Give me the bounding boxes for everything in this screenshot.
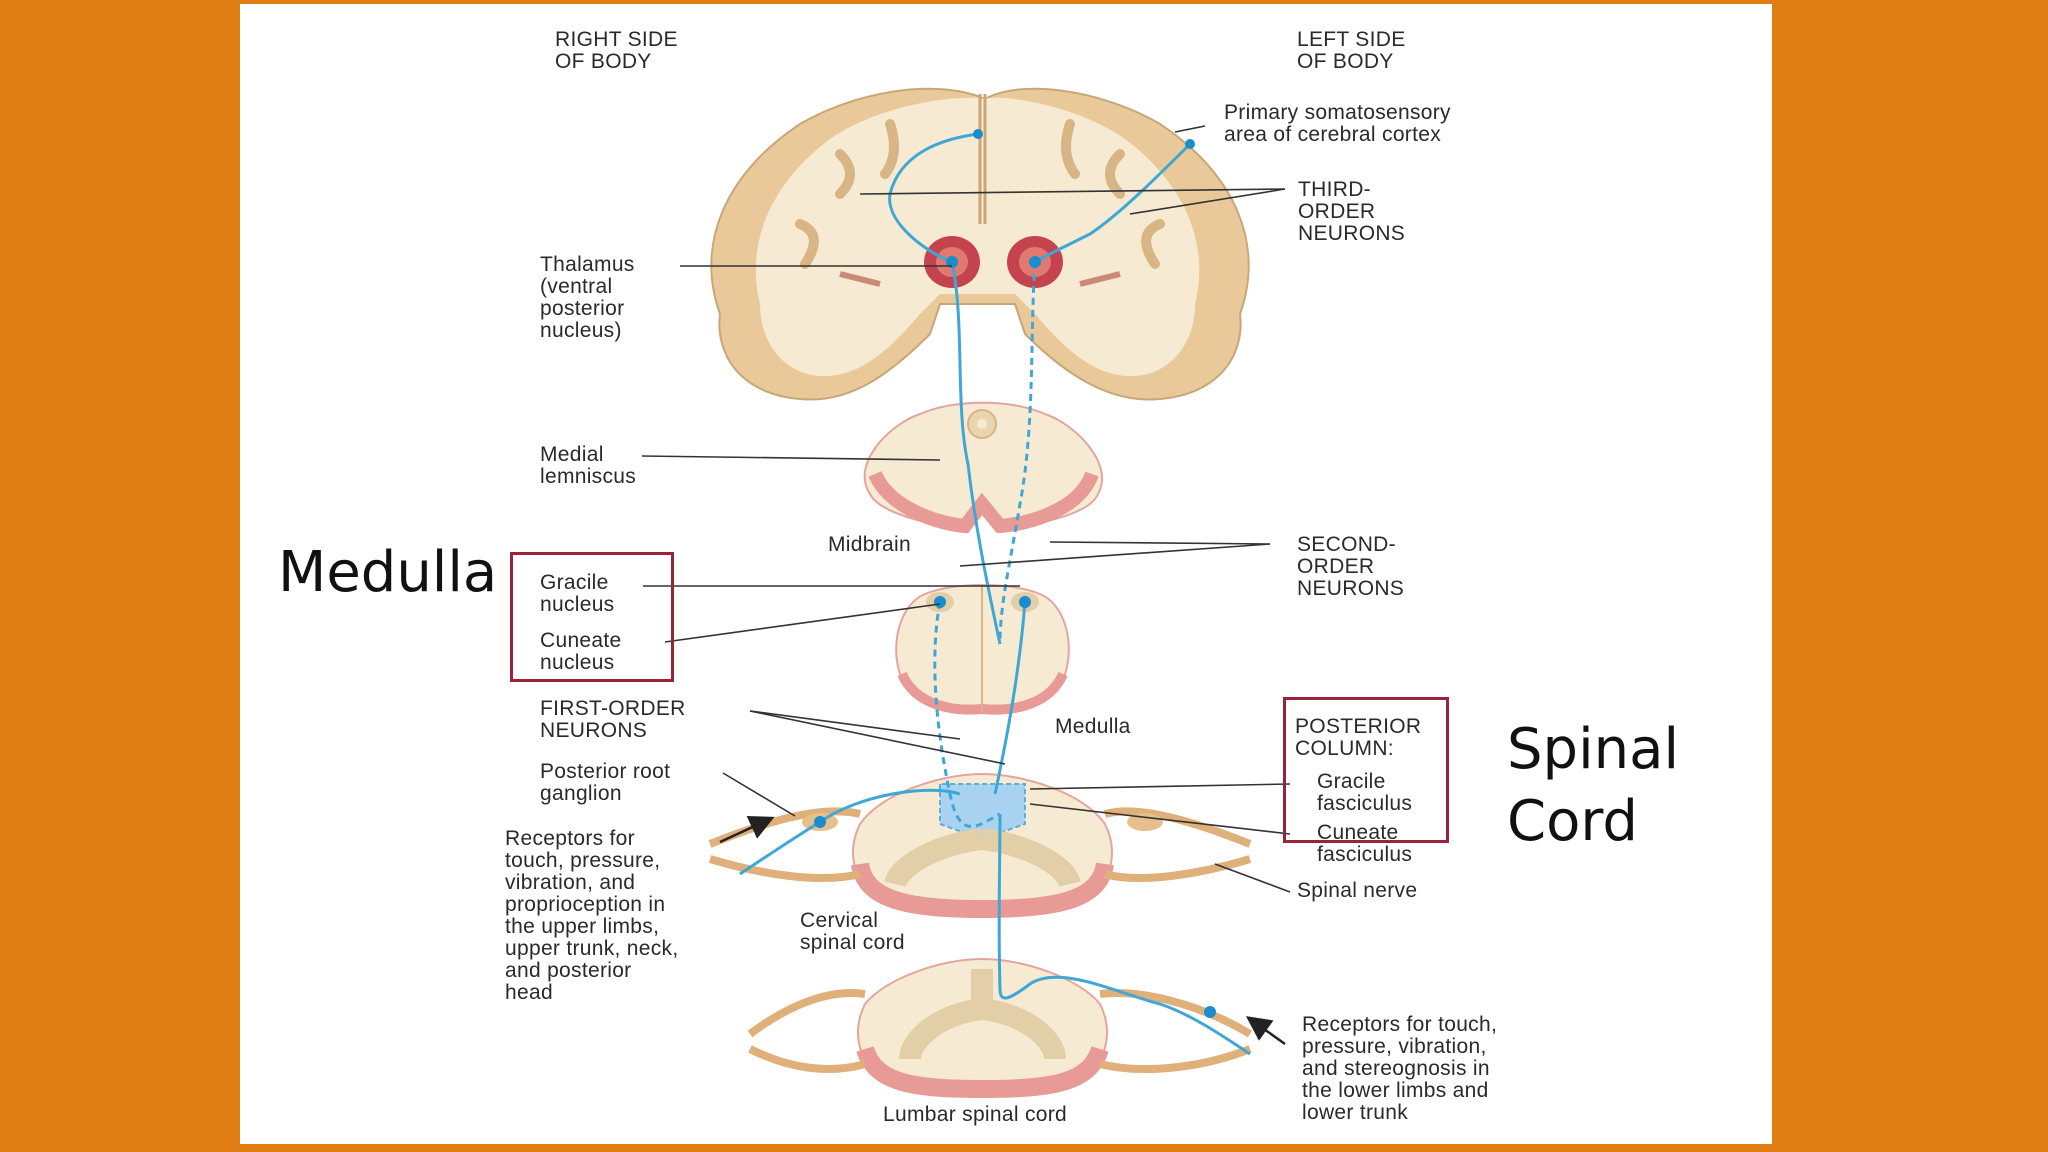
neuron-cell-bodies xyxy=(814,129,1216,1018)
arrow-lower-receptors xyxy=(1245,1016,1286,1046)
label-primary-somatosensory: Primary somatosensory area of cerebral c… xyxy=(1224,101,1451,146)
label-cervical-spinal-cord: Cervical spinal cord xyxy=(800,909,905,954)
label-first-order-neurons: FIRST-ORDER NEURONS xyxy=(540,697,686,742)
label-receptors-upper: Receptors for touch, pressure, vibration… xyxy=(505,827,679,1004)
label-posterior-root-ganglion: Posterior root ganglion xyxy=(540,760,671,805)
label-medulla-small: Medulla xyxy=(1055,715,1131,738)
label-posterior-column: POSTERIOR COLUMN: xyxy=(1295,715,1422,760)
label-third-order-neurons: THIRD- ORDER NEURONS xyxy=(1298,178,1406,245)
midbrain-section xyxy=(863,401,1104,534)
label-right-side: RIGHT SIDE OF BODY xyxy=(555,28,678,73)
slide-canvas: RIGHT SIDE OF BODY LEFT SIDE OF BODY Pri… xyxy=(240,4,1772,1144)
label-gracile-nucleus: Gracile nucleus xyxy=(540,571,615,616)
label-thalamus: Thalamus (ventral posterior nucleus) xyxy=(540,253,635,342)
label-spinal-nerve: Spinal nerve xyxy=(1297,879,1418,902)
label-gracile-fasciculus: Gracile fasciculus xyxy=(1317,770,1413,815)
leader-lines xyxy=(641,125,1291,893)
cerebrum-section xyxy=(710,87,1250,401)
cervical-cord-section xyxy=(708,772,1252,919)
medulla-section xyxy=(895,584,1070,715)
posterior-column-highlight-box xyxy=(1283,697,1449,843)
label-left-side: LEFT SIDE OF BODY xyxy=(1297,28,1406,73)
label-lumbar-spinal-cord: Lumbar spinal cord xyxy=(883,1103,1067,1126)
label-receptors-lower: Receptors for touch, pressure, vibration… xyxy=(1302,1013,1498,1124)
label-midbrain: Midbrain xyxy=(828,533,911,556)
pathway-illustration xyxy=(641,87,1291,1099)
label-medial-lemniscus: Medial lemniscus xyxy=(540,443,637,488)
arrow-upper-receptors xyxy=(719,816,775,844)
label-second-order-neurons: SECOND- ORDER NEURONS xyxy=(1297,533,1405,600)
label-cuneate-fasciculus: Cuneate fasciculus xyxy=(1317,821,1413,866)
callout-spinal-cord: Spinal Cord xyxy=(1507,717,1680,854)
label-cuneate-nucleus: Cuneate nucleus xyxy=(540,629,622,674)
callout-medulla: Medulla xyxy=(278,540,498,605)
medulla-highlight-box xyxy=(510,552,674,682)
lumbar-cord-section xyxy=(747,957,1253,1099)
